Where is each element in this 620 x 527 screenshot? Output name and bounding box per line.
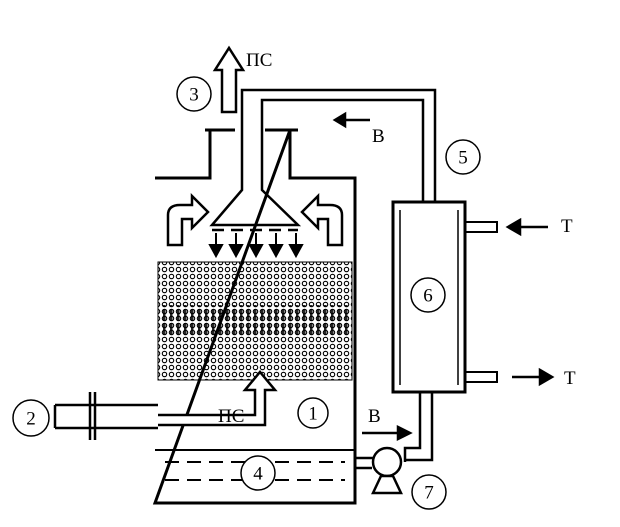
callout-2: 2 — [12, 399, 50, 437]
gas-inlet-label: ПС — [218, 406, 244, 427]
svg-text:3: 3 — [189, 85, 199, 106]
gas-outlet-arrow — [212, 45, 246, 114]
svg-text:4: 4 — [253, 464, 263, 485]
coolant-in-label: Т — [561, 216, 573, 237]
gas-inlet-pipe — [53, 392, 158, 440]
pump — [371, 446, 403, 495]
packing-bed — [157, 261, 353, 381]
water-arrow-bottom — [362, 424, 413, 442]
svg-text:1: 1 — [308, 404, 318, 425]
gas-outlet-label: ПС — [246, 50, 272, 71]
svg-text:6: 6 — [423, 286, 433, 307]
callout-4: 4 — [240, 455, 276, 491]
callout-3: 3 — [176, 76, 212, 112]
column-shell — [152, 128, 357, 505]
water-distributor — [209, 110, 302, 232]
svg-text:5: 5 — [458, 148, 468, 169]
gas-turn-arrow-right — [300, 192, 344, 247]
coolant-out-label: Т — [564, 368, 576, 389]
heat-exchanger — [391, 200, 498, 394]
coolant-out-arrow — [512, 367, 555, 387]
water-top-label: В — [372, 126, 385, 147]
spray-arrows — [208, 233, 304, 259]
svg-text:7: 7 — [424, 483, 434, 504]
water-bottom-label: В — [368, 406, 381, 427]
gas-turn-arrow-left — [166, 192, 210, 247]
gas-rising-arrow — [158, 370, 278, 427]
coolant-in-arrow — [505, 217, 548, 237]
recycle-piping — [240, 88, 437, 470]
callout-6: 6 — [410, 277, 446, 313]
callout-1: 1 — [297, 397, 329, 429]
callout-7: 7 — [411, 474, 447, 510]
water-arrow-top — [332, 111, 370, 129]
svg-text:2: 2 — [26, 409, 36, 430]
callout-5: 5 — [445, 139, 481, 175]
